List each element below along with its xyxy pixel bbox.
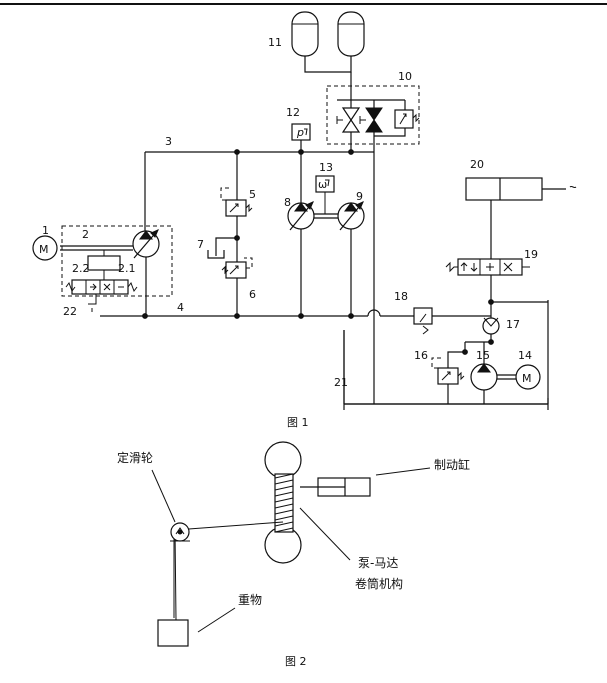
- weight-block: [157, 619, 189, 647]
- label-3: 3: [165, 135, 172, 148]
- label-21: 21: [334, 376, 348, 389]
- check-valve-18: [413, 307, 491, 335]
- label-9: 9: [356, 190, 363, 203]
- label-19: 19: [524, 248, 538, 261]
- label-11: 11: [268, 36, 282, 49]
- rope: [174, 521, 284, 621]
- valve-block-10: [326, 85, 420, 404]
- figure1-labels: 1 2 2.2 2.1 3 4 5 6 7 8 9 10 11 12 13 14…: [42, 36, 538, 389]
- electric-motor-1: M: [32, 235, 58, 261]
- label-fixed-pulley: 定滑轮: [117, 450, 153, 465]
- label-2-1: 2.1: [118, 262, 136, 275]
- label-12: 12: [286, 106, 300, 119]
- relief-valve-6: [221, 257, 253, 316]
- figure-1-caption: 图 1: [287, 416, 309, 429]
- electric-motor-14: M: [515, 364, 541, 390]
- svg-text:M: M: [39, 243, 49, 256]
- svg-text:ω: ω: [318, 178, 327, 191]
- label-weight: 重物: [238, 593, 262, 607]
- accumulator-11: [291, 11, 365, 92]
- fixed-pulley: [170, 522, 190, 542]
- circuit-frame-21: [343, 300, 549, 410]
- label-13: 13: [319, 161, 333, 174]
- label-15: 15: [476, 349, 490, 362]
- label-1: 1: [42, 224, 49, 237]
- pump-motor-9: [337, 201, 365, 316]
- label-17: 17: [506, 318, 520, 331]
- speed-sensor-13: ω: [315, 175, 335, 214]
- label-18: 18: [394, 290, 408, 303]
- label-7: 7: [197, 238, 204, 251]
- check-valve-17: [482, 302, 500, 342]
- pump-motor-8: [287, 152, 315, 316]
- relief-valve-5: [220, 152, 253, 262]
- label-brake-cylinder: 制动缸: [434, 457, 470, 472]
- label-5: 5: [249, 188, 256, 201]
- svg-text:M: M: [522, 372, 532, 385]
- label-10: 10: [398, 70, 412, 83]
- tank-7: [207, 237, 237, 259]
- figure-2-caption: 图 2: [285, 655, 307, 668]
- label-pump-motor: 泵-马达: [358, 556, 398, 570]
- label-2-2: 2.2: [72, 262, 90, 275]
- label-2: 2: [82, 228, 89, 241]
- variable-pump-2: [60, 225, 173, 316]
- svg-text:p: p: [296, 126, 304, 139]
- brake-cylinder-20: [465, 177, 577, 201]
- label-8: 8: [284, 196, 291, 209]
- figure-1: p ω: [32, 11, 577, 429]
- label-6: 6: [249, 288, 256, 301]
- pressure-sensor-12: p: [291, 123, 311, 152]
- pump-motor-drum: [264, 441, 302, 564]
- figure-2: 定滑轮 制动缸 泵-马达 卷筒机构 重物 图 2: [117, 441, 470, 668]
- brake-cylinder: [300, 477, 371, 497]
- label-20: 20: [470, 158, 484, 171]
- label-4: 4: [177, 301, 184, 314]
- label-drum-mechanism: 卷筒机构: [355, 576, 403, 591]
- aux-pump-15: [465, 341, 516, 404]
- label-16: 16: [414, 349, 428, 362]
- directional-valve-19: [445, 200, 548, 303]
- relief-valve-16: [431, 342, 466, 404]
- label-22: 22: [63, 305, 77, 318]
- label-14: 14: [518, 349, 532, 362]
